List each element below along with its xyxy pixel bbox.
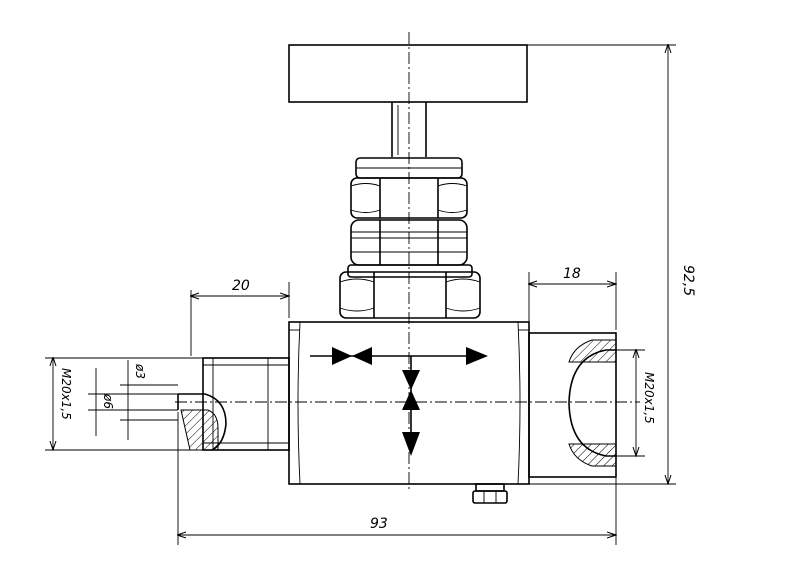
inlet-port [177, 357, 290, 451]
dimension-outlet-length: 18 [529, 266, 616, 330]
valve-stem [391, 102, 427, 157]
dim-label-bore-large: ø6 [101, 393, 115, 409]
dimension-port-length: 20 [191, 278, 289, 356]
dim-label-outlet-thread: M20x1,5 [642, 372, 656, 424]
flow-symbol [310, 347, 488, 456]
dimension-inlet-thread: M20x1,5 [45, 358, 203, 450]
bottom-plug [472, 483, 508, 504]
centerlines [175, 32, 640, 490]
dimension-outlet-thread: M20x1,5 [616, 350, 656, 456]
outlet-port [528, 332, 617, 478]
dim-label-bore-small: ø3 [133, 363, 147, 379]
dim-label-20: 20 [232, 278, 250, 294]
dimension-total-height: 92,5 [527, 45, 696, 484]
dim-label-inlet-thread: M20x1,5 [59, 368, 73, 420]
dim-label-92-5: 92,5 [680, 265, 696, 296]
dim-label-93: 93 [370, 516, 388, 532]
dimension-total-length: 93 [178, 412, 616, 545]
bonnet-hex-nut [339, 264, 481, 319]
handwheel [288, 44, 528, 103]
dimension-bores: ø3 ø6 [88, 360, 178, 440]
dim-label-18: 18 [563, 266, 581, 282]
